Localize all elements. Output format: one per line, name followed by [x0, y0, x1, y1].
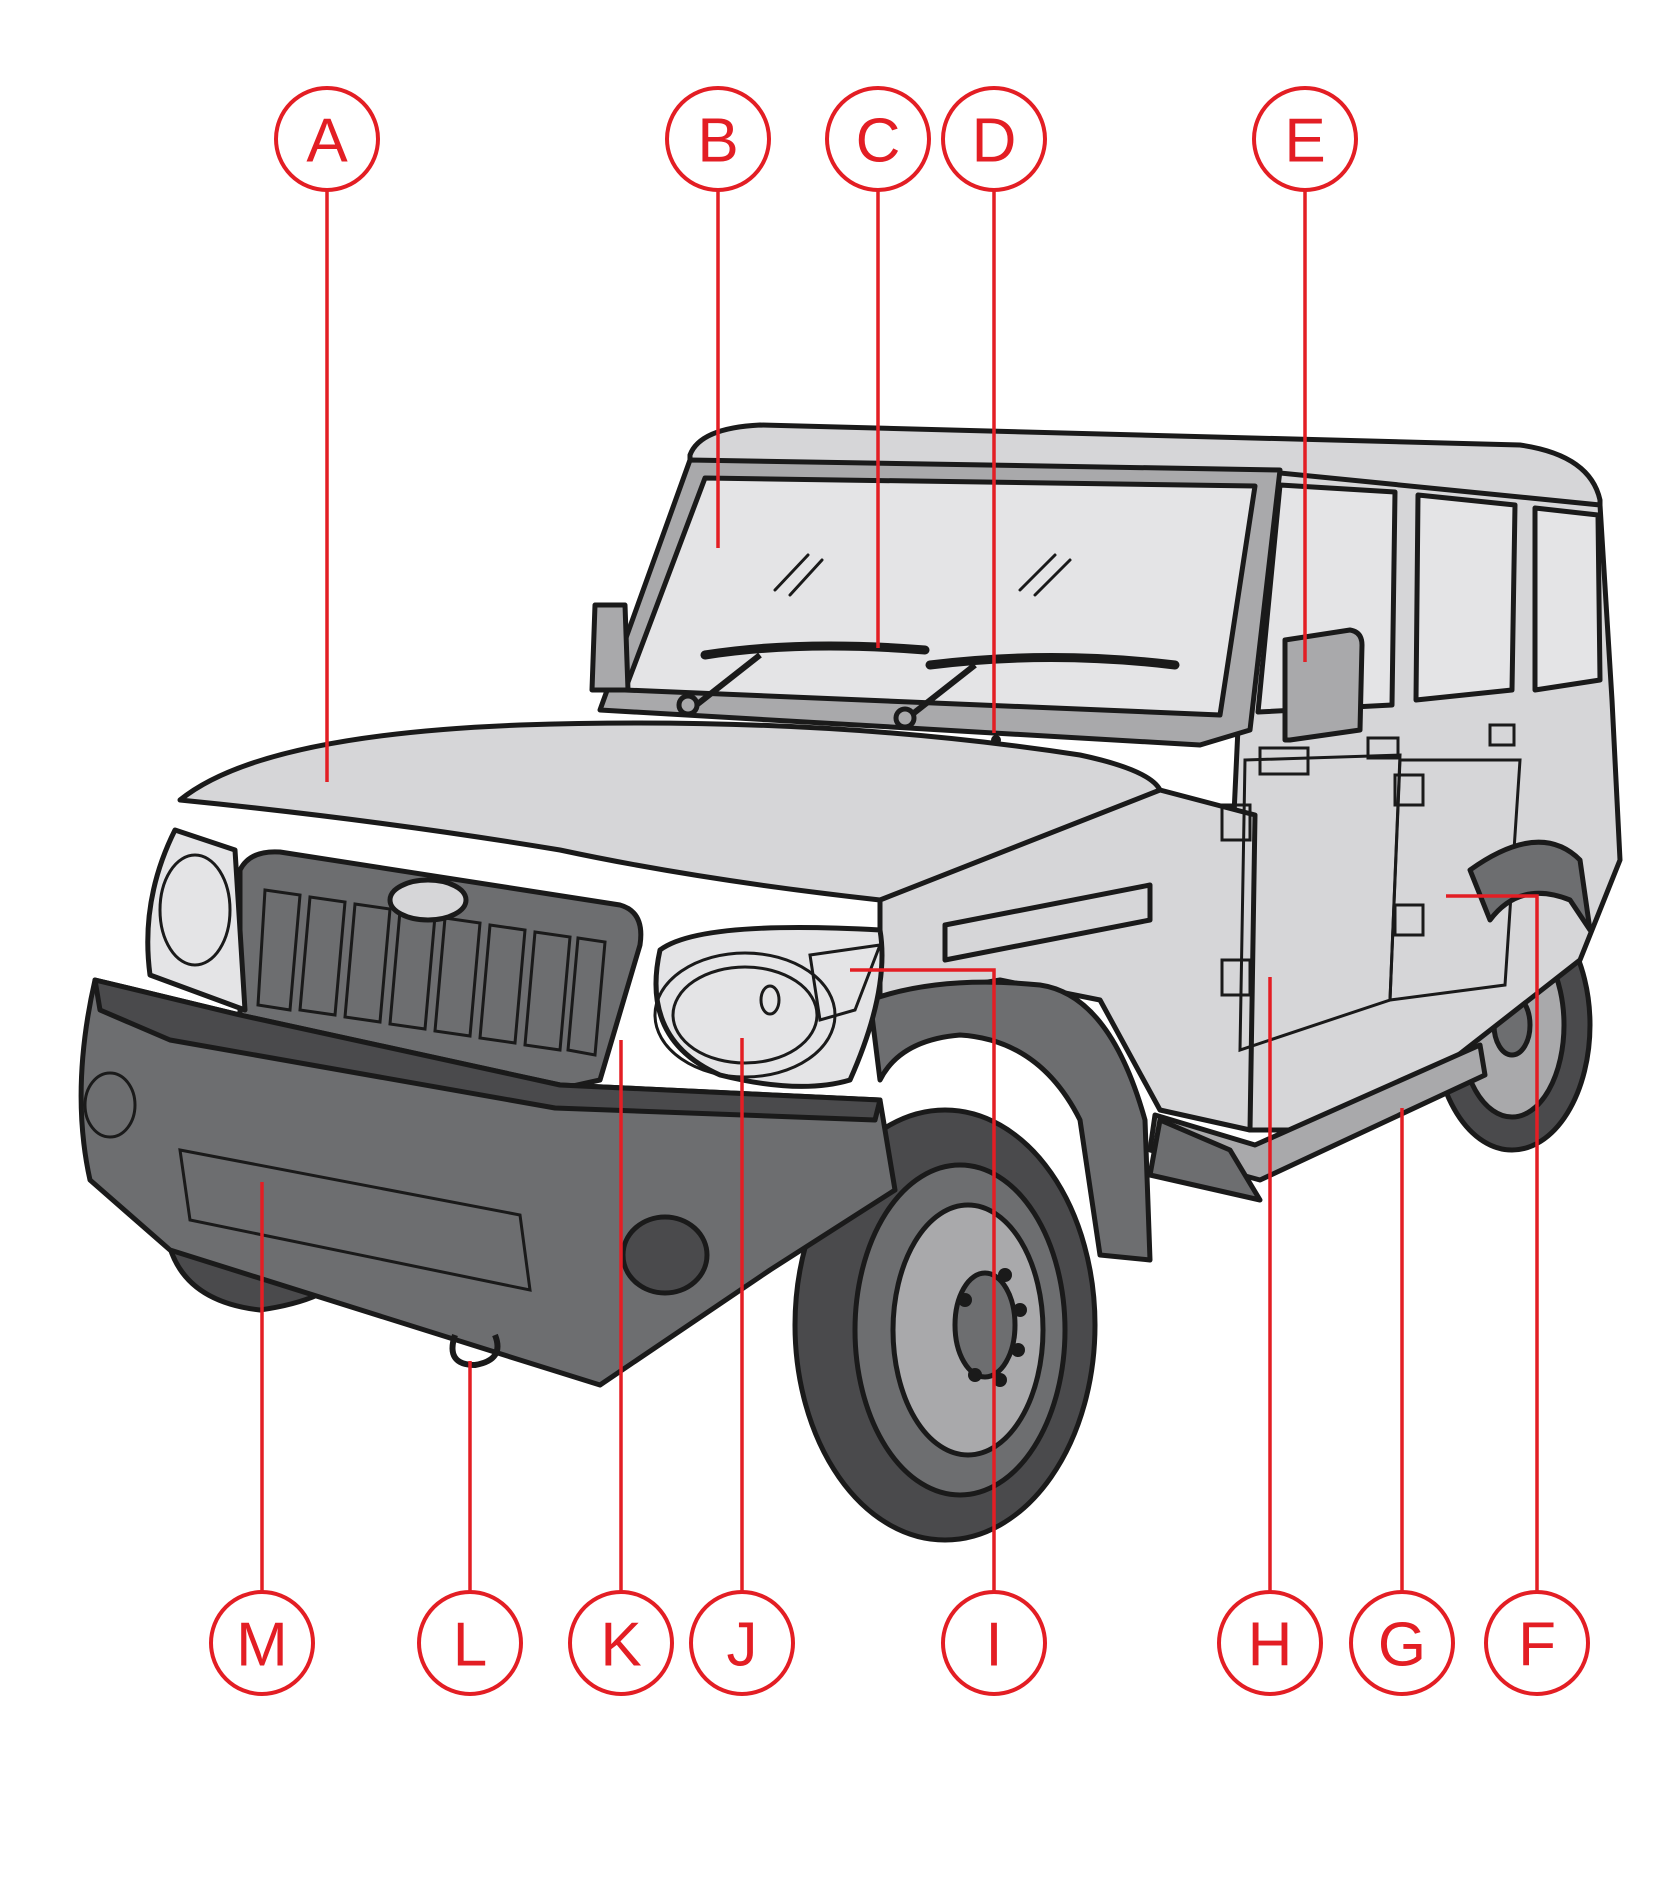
callout-E-label: E: [1284, 107, 1325, 176]
front-wheel: [792, 1107, 1098, 1543]
callout-C-label: C: [856, 107, 901, 176]
fender-trim: [942, 882, 1153, 963]
callout-A: A: [274, 86, 380, 192]
far-fog-lamp: [83, 1071, 137, 1139]
callout-H: H: [1217, 1590, 1323, 1696]
far-side-mirror: [589, 602, 631, 693]
vehicle-illustration: [78, 422, 1623, 1543]
near-headlamp: [653, 925, 885, 1089]
bumper-center-panel: [178, 1148, 532, 1292]
callout-I: I: [941, 1590, 1047, 1696]
leader-lines: [260, 190, 1539, 1593]
callout-M-label: M: [236, 1611, 288, 1680]
callout-B-label: B: [697, 107, 738, 176]
rocker-panel: [1147, 1117, 1263, 1203]
tow-hook: [449, 1333, 501, 1369]
callout-F: F: [1484, 1590, 1590, 1696]
callout-B: B: [665, 86, 771, 192]
rear-wheel-arch: [1467, 839, 1593, 933]
callout-L-label: L: [453, 1611, 487, 1680]
wheel-nuts: [958, 1268, 1027, 1387]
callout-A-label: A: [306, 107, 348, 176]
callout-K-label: K: [600, 1611, 641, 1680]
callout-E: E: [1252, 86, 1358, 192]
front-wheel-arch: [867, 979, 1153, 1263]
running-board: [1147, 1042, 1488, 1183]
callout-J-label: J: [727, 1611, 758, 1680]
callout-G: G: [1349, 1590, 1455, 1696]
leader-I: [850, 968, 996, 1593]
callout-C: C: [825, 86, 931, 192]
callout-G-label: G: [1378, 1611, 1426, 1680]
doors: [1220, 723, 1522, 1053]
windshield-wipers: [676, 641, 1180, 745]
callout-M: M: [209, 1590, 315, 1696]
callout-H-label: H: [1248, 1611, 1293, 1680]
callout-D: D: [941, 86, 1047, 192]
callout-K: K: [568, 1590, 674, 1696]
callout-D-label: D: [972, 107, 1017, 176]
far-headlamp: [145, 827, 248, 1013]
callout-J: J: [689, 1590, 795, 1696]
bumper-upper-lip: [92, 977, 883, 1123]
brand-logo: [387, 877, 469, 923]
callout-F-label: F: [1518, 1611, 1556, 1680]
door-mirror: [1282, 627, 1365, 743]
callout-L: L: [417, 1590, 523, 1696]
callout-I-label: I: [985, 1611, 1002, 1680]
grille-slats: [256, 888, 607, 1057]
glass-glare-marks: [773, 553, 1072, 597]
near-fog-lamp: [620, 1214, 710, 1296]
callout-labels: A B C D E F G H: [209, 86, 1590, 1696]
leader-F: [1446, 894, 1539, 1593]
